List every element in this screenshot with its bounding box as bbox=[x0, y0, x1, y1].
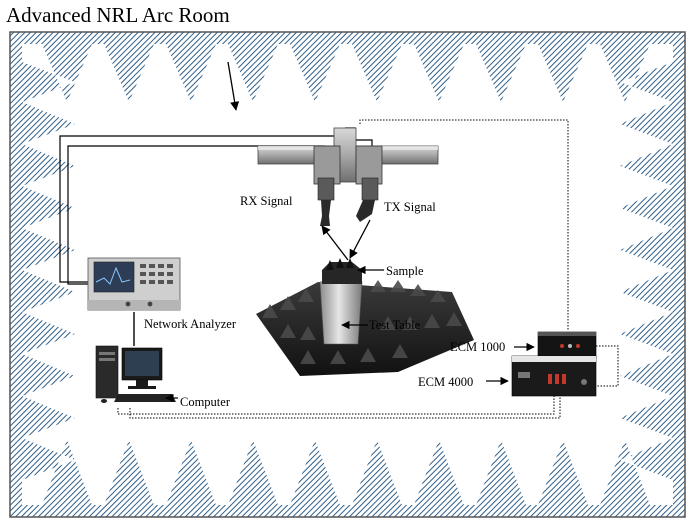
cable-rx bbox=[67, 145, 325, 285]
cable-arc-ecm bbox=[359, 119, 569, 330]
tx-horn bbox=[356, 200, 375, 222]
rx-signal-arrow bbox=[321, 225, 349, 261]
tx-signal-arrow bbox=[349, 219, 371, 259]
cable-ecm-link bbox=[596, 345, 619, 387]
cable-computer-ecm-2 bbox=[129, 385, 561, 419]
network-analyzer-device bbox=[87, 257, 181, 311]
ecm-4000-device bbox=[511, 355, 597, 397]
ecm-1000-device bbox=[537, 331, 597, 359]
diagram-title: Advanced NRL Arc Room bbox=[6, 3, 230, 27]
test-table-label: Test Table bbox=[369, 318, 421, 332]
rx-signal-label: RX Signal bbox=[240, 194, 293, 208]
ecm-1000-label: ECM 1000 bbox=[450, 340, 505, 354]
tx-signal-label: TX Signal bbox=[384, 200, 436, 214]
cable-computer-ecm bbox=[117, 385, 555, 415]
computer-label: Computer bbox=[180, 395, 231, 409]
ecm-4000-label: ECM 4000 bbox=[418, 375, 473, 389]
reflection-arrow bbox=[227, 61, 240, 111]
test-table-assembly bbox=[256, 258, 474, 376]
sample-label: Sample bbox=[386, 264, 424, 278]
foam-floor bbox=[256, 282, 474, 376]
arc-antenna-assembly bbox=[257, 127, 439, 226]
network-analyzer-label: Network Analyzer bbox=[144, 317, 237, 331]
rx-horn bbox=[320, 200, 331, 226]
test-table-pillar bbox=[319, 277, 363, 345]
computer-device bbox=[95, 345, 176, 403]
